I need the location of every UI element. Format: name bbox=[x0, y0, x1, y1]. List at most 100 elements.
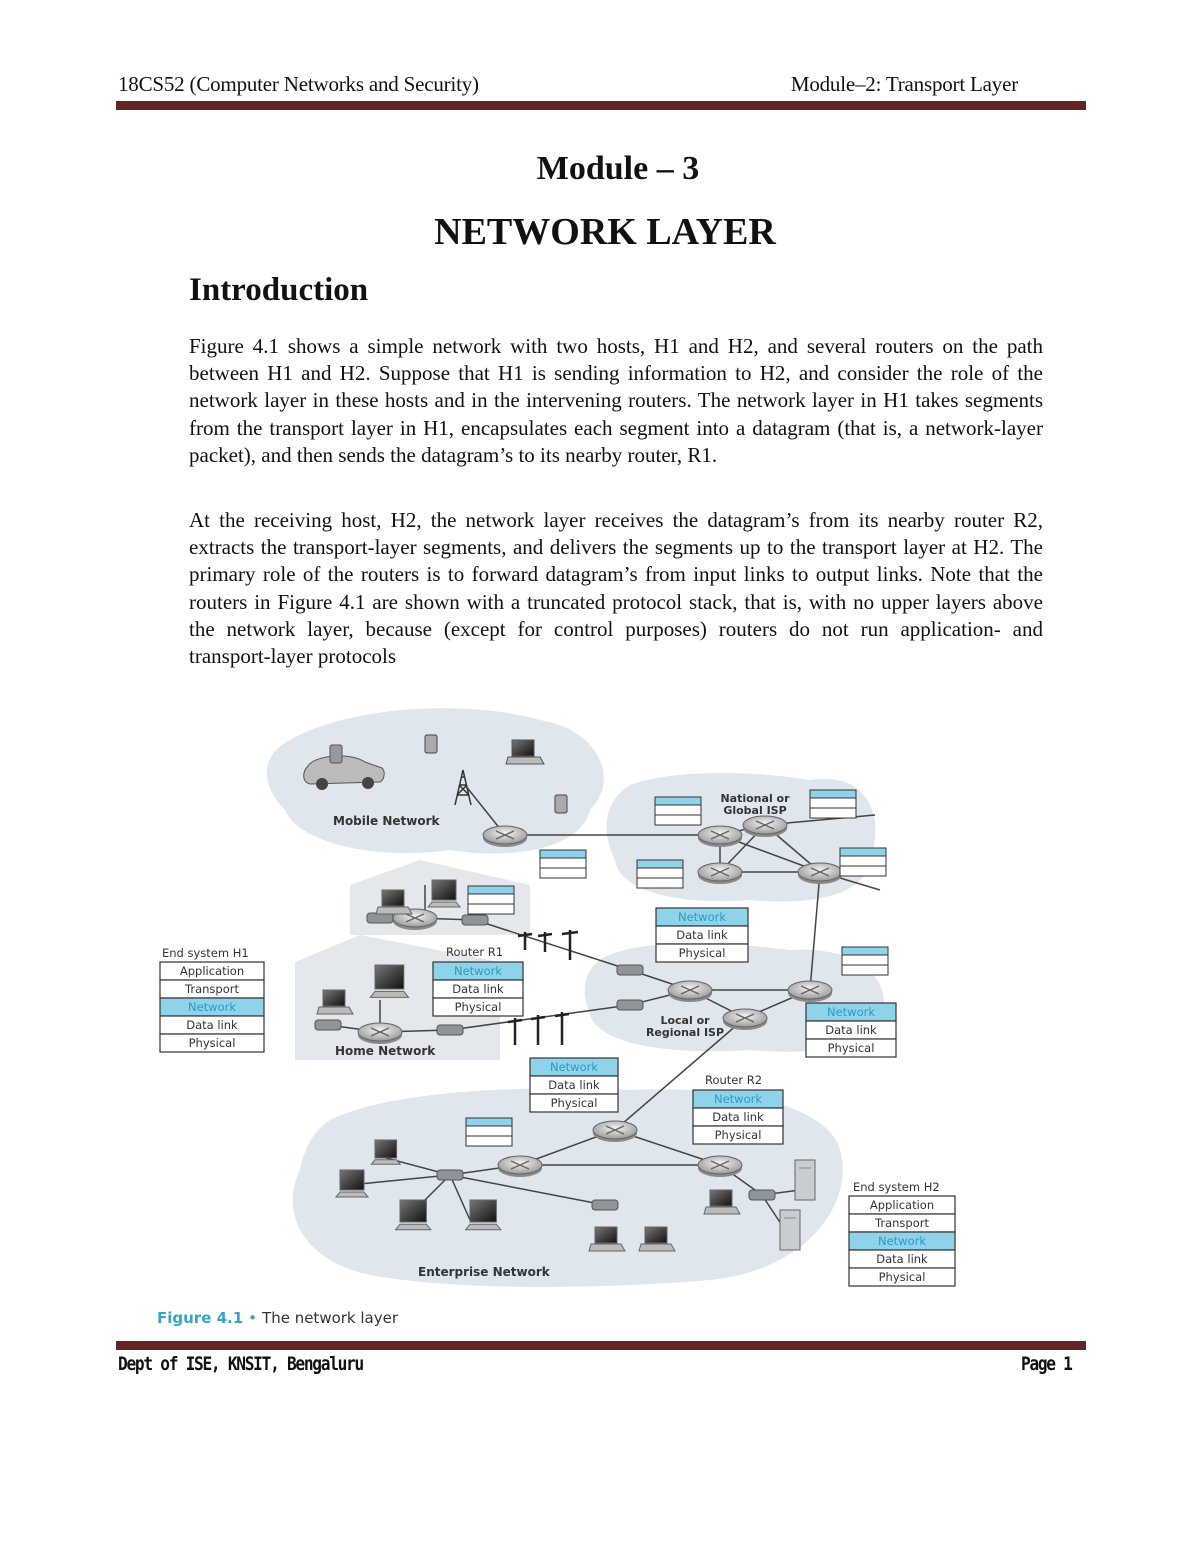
mobile-network-label: Mobile Network bbox=[333, 814, 440, 828]
stack-layer-label: Physical bbox=[879, 1270, 926, 1284]
desktop-computer-icon bbox=[334, 1169, 370, 1198]
stack-layer-label: Data link bbox=[825, 1023, 877, 1037]
figure-caption: Figure 4.1•The network layer bbox=[157, 1309, 398, 1327]
figure-caption-label: Figure 4.1 bbox=[157, 1309, 244, 1327]
router-icon bbox=[482, 825, 528, 847]
cell-tower-icon bbox=[454, 769, 472, 806]
router-table-stack bbox=[839, 847, 887, 877]
router-table-stack bbox=[467, 885, 515, 915]
stack-layer-label: Physical bbox=[715, 1128, 762, 1142]
car-icon bbox=[303, 744, 385, 790]
laptop-icon bbox=[316, 989, 354, 1015]
router-table-stack bbox=[465, 1117, 513, 1147]
paragraph-2: At the receiving host, H2, the network l… bbox=[189, 508, 1043, 669]
stack-layer-label: Data link bbox=[186, 1018, 238, 1032]
home-network-label: Home Network bbox=[335, 1044, 436, 1058]
laptop-icon bbox=[505, 739, 545, 765]
router-table-stack bbox=[809, 789, 857, 819]
header-course-title: 18CS52 (Computer Networks and Security) bbox=[118, 72, 479, 96]
mobile-phone-icon bbox=[554, 794, 568, 814]
enterprise-network-label: Enterprise Network bbox=[418, 1265, 551, 1279]
footer-page-number: Page 1 bbox=[1021, 1353, 1073, 1375]
router-icon bbox=[797, 862, 843, 884]
stack-layer-label: Data link bbox=[452, 982, 504, 996]
router-table-stack bbox=[841, 946, 889, 976]
utility-poles-lower bbox=[507, 1012, 570, 1045]
section-heading: Introduction bbox=[189, 272, 369, 308]
end-system-h2-label: End system H2 bbox=[853, 1180, 940, 1194]
stack-layer-label: Network bbox=[454, 964, 502, 978]
stack-layer-label: Data link bbox=[548, 1078, 600, 1092]
stack-layer-label: Physical bbox=[189, 1036, 236, 1050]
stack-layer-label: Physical bbox=[551, 1096, 598, 1110]
router-table-stack bbox=[654, 796, 702, 826]
server-icon bbox=[794, 1159, 816, 1201]
router-r1-label: Router R1 bbox=[446, 945, 503, 959]
router-icon bbox=[722, 1008, 768, 1030]
stack-layer-label: Transport bbox=[874, 1216, 929, 1230]
chapter-title: NETWORK LAYER bbox=[434, 211, 776, 253]
module-title: Module – 3 bbox=[536, 150, 700, 187]
router-icon bbox=[497, 1155, 543, 1177]
desktop-computer-icon bbox=[394, 1199, 432, 1231]
router-icon bbox=[742, 815, 788, 837]
national-isp-label-line1: National or bbox=[720, 792, 790, 805]
laptop-icon bbox=[638, 1226, 676, 1252]
router-icon bbox=[667, 980, 713, 1002]
stack-layer-label: Network bbox=[827, 1005, 875, 1019]
footer-rule bbox=[116, 1341, 1086, 1350]
stack-layer-label: Physical bbox=[679, 946, 726, 960]
stack-layer-label: Application bbox=[870, 1198, 934, 1212]
stack-layer-label: Transport bbox=[184, 982, 239, 996]
stack-layer-label: Network bbox=[188, 1000, 236, 1014]
wireless-access-point-icon bbox=[591, 1199, 619, 1211]
router-table-stack bbox=[539, 849, 587, 879]
laptop-icon bbox=[703, 1189, 741, 1215]
national-isp-label-line2: Global ISP bbox=[723, 804, 786, 817]
network-layer-figure: Mobile Network National or Global ISP Ho… bbox=[150, 700, 970, 1300]
modem-icon bbox=[436, 1024, 464, 1036]
modem-icon bbox=[461, 914, 489, 926]
switch-icon bbox=[748, 1189, 776, 1201]
header-module-ref: Module–2: Transport Layer bbox=[790, 72, 1018, 96]
utility-poles-upper bbox=[517, 930, 579, 960]
stack-layer-label: Network bbox=[678, 910, 726, 924]
stack-layer-label: Data link bbox=[712, 1110, 764, 1124]
laptop-icon bbox=[588, 1226, 626, 1252]
desktop-computer-icon bbox=[426, 879, 462, 908]
modem-icon bbox=[616, 999, 644, 1011]
local-isp-label-line1: Local or bbox=[660, 1014, 710, 1027]
desktop-computer-icon bbox=[464, 1199, 502, 1231]
laptop-icon bbox=[375, 889, 413, 915]
desktop-computer-icon bbox=[369, 964, 410, 998]
stack-layer-label: Data link bbox=[876, 1252, 928, 1266]
modem-icon bbox=[616, 964, 644, 976]
footer-department: Dept of ISE, KNSIT, Bengaluru bbox=[118, 1353, 364, 1375]
header-rule bbox=[116, 101, 1086, 110]
desktop-computer-icon bbox=[370, 1139, 402, 1165]
modem-icon bbox=[314, 1019, 342, 1031]
router-icon bbox=[697, 1155, 743, 1177]
figure-caption-text: The network layer bbox=[262, 1309, 399, 1327]
figure-caption-bullet: • bbox=[248, 1309, 258, 1327]
stack-layer-label: Physical bbox=[828, 1041, 875, 1055]
end-system-h1-label: End system H1 bbox=[162, 946, 249, 960]
stack-layer-label: Network bbox=[878, 1234, 926, 1248]
router-icon bbox=[697, 825, 743, 847]
paragraph-1: Figure 4.1 shows a simple network with t… bbox=[189, 334, 1043, 467]
stack-layer-label: Network bbox=[714, 1092, 762, 1106]
switch-icon bbox=[436, 1169, 464, 1181]
stack-layer-label: Application bbox=[180, 964, 244, 978]
server-icon bbox=[779, 1209, 801, 1251]
router-table-stack bbox=[636, 859, 684, 889]
router-icon bbox=[787, 980, 833, 1002]
router-icon bbox=[697, 862, 743, 884]
stack-layer-label: Physical bbox=[455, 1000, 502, 1014]
router-icon bbox=[357, 1022, 403, 1044]
